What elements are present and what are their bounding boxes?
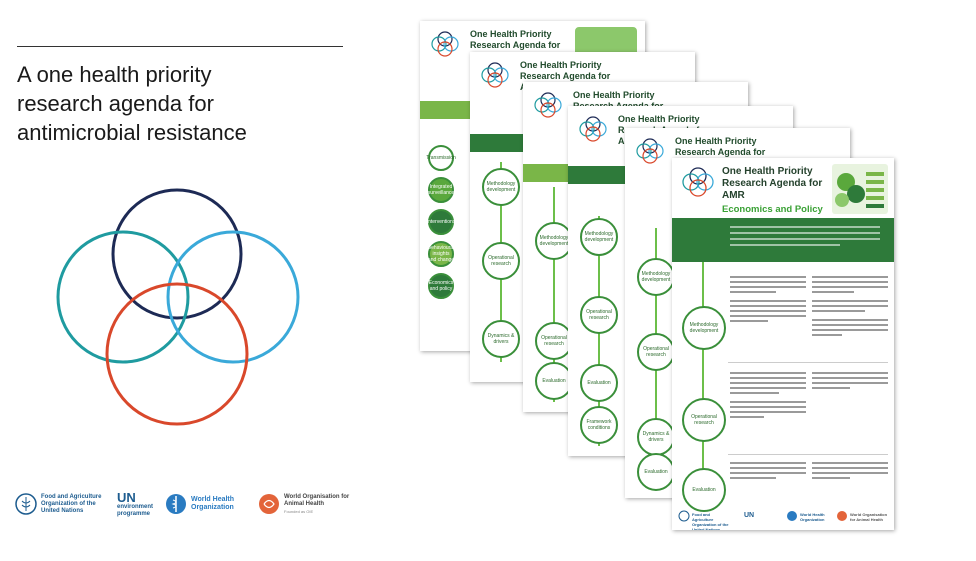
sheet-footer-logos: Food and Agriculture Organization of the… — [678, 510, 888, 530]
node-methodology: Methodology development — [535, 222, 573, 260]
footer-who: World Health Organization — [800, 512, 825, 522]
who-name: World Health Organization — [191, 496, 235, 511]
node-evaluation: Evaluation — [637, 453, 675, 491]
fao-name: Food and Agriculture Organization of the… — [41, 493, 102, 514]
woah-emblem-icon — [259, 494, 279, 514]
node-methodology: Methodology development — [482, 168, 520, 206]
title-rule — [17, 46, 343, 47]
stage-line — [702, 262, 704, 492]
unep-mark: UN — [117, 489, 136, 505]
fao-emblem-icon — [15, 493, 37, 515]
node-operational: Operational research — [482, 242, 520, 280]
fao-emblem-icon — [678, 510, 690, 522]
question-block — [812, 462, 888, 482]
node-framework: Framework conditions — [580, 406, 618, 444]
front-sheet-subtitle: Economics and Policy — [722, 204, 823, 215]
venn-circle-top — [111, 188, 243, 320]
intro-band — [672, 218, 894, 262]
question-block — [812, 372, 888, 392]
brochure-front-sheet: One Health Priority Research Agenda for … — [672, 158, 894, 530]
node-interventions: Interventions — [427, 209, 455, 235]
venn-logo-icon — [481, 62, 509, 88]
unep-name: environment programme — [117, 503, 154, 517]
question-block — [730, 372, 806, 421]
venn-circle-right — [166, 230, 300, 364]
footer-unep: UN — [744, 512, 755, 519]
footer-fao: Food and Agriculture Organization of the… — [692, 512, 729, 530]
footer-woah: World Organisation for Animal Health — [850, 512, 888, 522]
who-emblem-icon — [166, 494, 186, 514]
title-line-1: A one health priority — [17, 62, 212, 87]
question-block — [730, 276, 806, 325]
venn-circle-bottom — [105, 282, 249, 426]
node-surveillance: Integrated surveillance — [428, 177, 454, 203]
node-transmission: Transmission — [426, 145, 456, 171]
node-economics: Economics and policy — [428, 273, 454, 299]
node-behaviour: Behavioural insights and change — [428, 241, 454, 267]
node-dynamics: Dynamics & drivers — [482, 320, 520, 358]
venn-logo-icon — [636, 138, 664, 164]
venn-logo-icon — [682, 167, 714, 197]
front-sheet-title: One Health Priority Research Agenda for … — [722, 166, 823, 201]
who-emblem-icon — [787, 511, 797, 521]
woah-founded: Founded as OIE — [284, 508, 314, 514]
topic-cluster-graphic — [832, 164, 888, 214]
node-evaluation: Evaluation — [580, 364, 618, 402]
row-evaluation: Evaluation — [682, 468, 726, 512]
row-operational: Operational research — [682, 398, 726, 442]
venn-circle-left — [56, 230, 190, 364]
brochure-stack: One Health Priority Research Agenda for … — [415, 18, 895, 538]
node-methodology: Methodology development — [580, 218, 618, 256]
woah-name: World Organisation for Animal Health — [284, 493, 350, 507]
woah-logo: World Organisation for Animal Health Fou… — [258, 488, 358, 520]
question-block — [730, 462, 806, 482]
node-dynamics: Dynamics & drivers — [637, 418, 675, 456]
venn-logo-icon — [431, 31, 459, 57]
venn-logo-icon — [534, 92, 562, 118]
one-health-venn-diagram — [56, 188, 300, 426]
page-title: A one health priority research agenda fo… — [17, 60, 347, 147]
node-operational: Operational research — [580, 296, 618, 334]
partner-logos: Food and Agriculture Organization of the… — [15, 488, 355, 520]
title-line-3: antimicrobial resistance — [17, 120, 247, 145]
venn-logo-icon — [579, 116, 607, 142]
stage-line — [553, 187, 555, 402]
title-line-2: research agenda for — [17, 91, 214, 116]
row-methodology: Methodology development — [682, 306, 726, 350]
unep-logo: UN environment programme — [117, 488, 157, 520]
fao-logo: Food and Agriculture Organization of the… — [15, 488, 115, 520]
node-methodology: Methodology development — [637, 258, 675, 296]
woah-emblem-icon — [837, 511, 847, 521]
node-evaluation: Evaluation — [535, 362, 573, 400]
who-logo: World Health Organization — [165, 488, 239, 520]
question-block — [812, 276, 888, 339]
node-operational: Operational research — [637, 333, 675, 371]
